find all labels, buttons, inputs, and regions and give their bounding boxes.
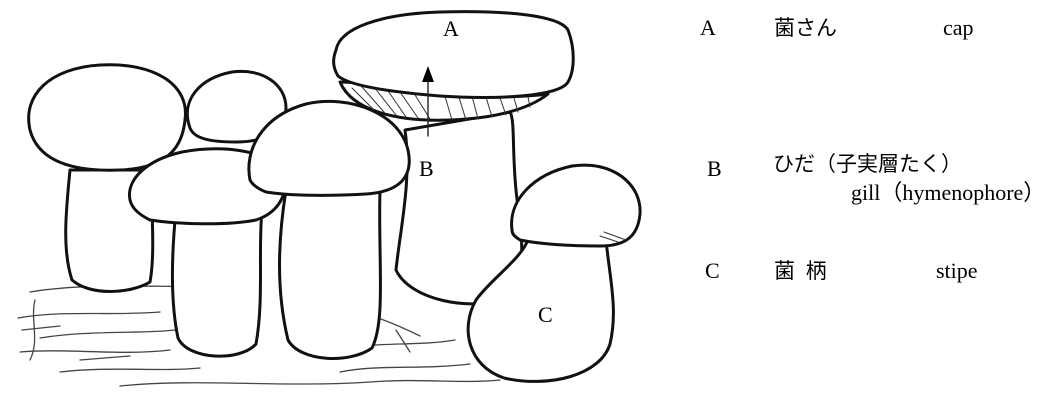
legend-b-letter: B — [707, 156, 722, 182]
legend-b-jp: ひだ（子実層たく） — [773, 151, 962, 177]
legend-a-letter: A — [700, 15, 716, 41]
marker-a: A — [443, 16, 459, 41]
legend-b-en: gill（hymenophore） — [851, 180, 1045, 206]
marker-b: B — [419, 156, 434, 181]
marker-c: C — [538, 302, 553, 327]
legend-c-letter: C — [705, 258, 720, 284]
legend-c-en: stipe — [936, 258, 978, 284]
legend-a-en: cap — [943, 15, 974, 41]
legend-a-jp: 菌さん — [774, 15, 837, 41]
legend-c-jp: 菌 柄 — [774, 258, 829, 284]
